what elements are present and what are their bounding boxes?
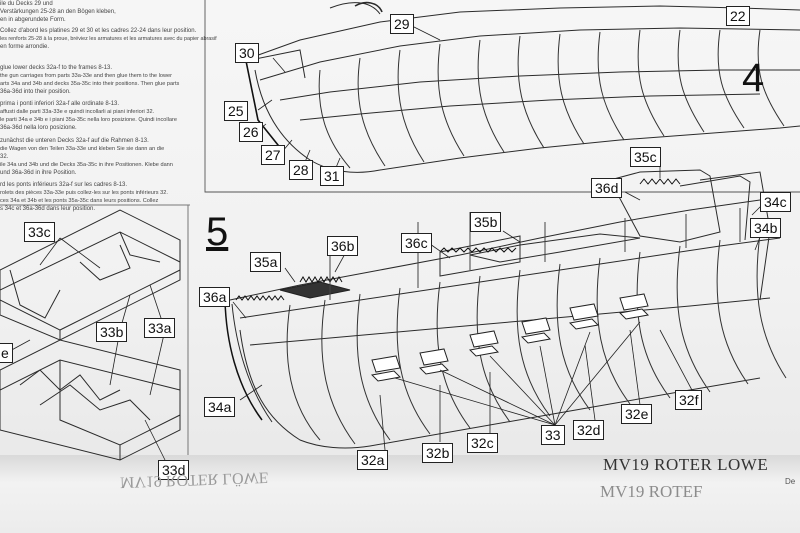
page-fold xyxy=(0,455,800,533)
part-label-32b: 32b xyxy=(422,443,454,463)
part-label-32f: 32f xyxy=(675,390,703,410)
part-label-32c: 32c xyxy=(467,433,498,453)
instruction-line: le parti 34a e 34b e i piani 35a-35c nel… xyxy=(0,117,177,123)
part-label-34b: 34b xyxy=(750,218,782,238)
part-label-32d: 32d xyxy=(573,420,605,440)
part-label-33c: 33c xyxy=(24,222,55,242)
step-number-4: 4 xyxy=(742,56,765,100)
instruction-line: Verstärkungen 25-28 an den Bögen kleben, xyxy=(0,9,116,15)
instruction-line: les renforts 25-28 à la proue, bréviez l… xyxy=(0,36,217,42)
instruction-line: 32. xyxy=(0,154,9,160)
mirrored-footer-right: MV19 ROTEF xyxy=(600,482,703,501)
part-label-36d: 36d xyxy=(591,178,623,198)
part-label-25: 25 xyxy=(224,101,248,121)
instruction-line: ces 34a et 34b et les ponts 35a-35c dans… xyxy=(0,198,159,204)
part-label-36b: 36b xyxy=(327,236,359,256)
instruction-line: affusti dalle parti 33a-33e e quindi inc… xyxy=(0,109,155,115)
part-label-35b: 35b xyxy=(470,212,502,232)
instruction-line: und 36a-36d in ihre Position. xyxy=(0,170,77,176)
step-number-5: 5 xyxy=(206,210,229,254)
instruction-line: arts 34a and 34b and decks 35a-35c into … xyxy=(0,81,180,87)
part-label-29: 29 xyxy=(390,14,414,34)
instruction-line: the gun carriages from parts 33a-33e and… xyxy=(0,73,172,79)
instruction-line: en forme arrondie. xyxy=(0,44,50,50)
step5-hull xyxy=(224,169,787,449)
part-label-35a: 35a xyxy=(250,252,282,272)
instruction-line: 36a-36d into their position. xyxy=(0,89,71,95)
part-label-33d: 33d xyxy=(158,460,190,480)
instruction-line: die Wagen von den Teilen 33a-33e und kle… xyxy=(0,146,165,152)
instruction-line: zunächst die unteren Decks 32a-f auf die… xyxy=(0,138,149,144)
part-label-36a: 36a xyxy=(199,287,231,307)
part-label-26: 26 xyxy=(239,122,263,142)
part-label-36c: 36c xyxy=(401,233,432,253)
part-label-27: 27 xyxy=(261,145,285,165)
model-name: MV19 ROTER LOWE xyxy=(603,455,769,474)
part-label-34a: 34a xyxy=(204,397,236,417)
gun-carriage-detail xyxy=(0,209,181,461)
step4-hull xyxy=(244,1,800,173)
instruction-line: s 34c et 36a-36d dans leur position. xyxy=(0,206,96,212)
edge-text: De xyxy=(785,477,796,486)
instruction-line: Collez d'abord les platines 29 et 30 et … xyxy=(0,28,197,34)
instruction-line: rolets des pièces 33a-33e puis collez-le… xyxy=(0,190,168,196)
part-label-31: 31 xyxy=(320,166,344,186)
instruction-line: en in abgerundete Form. xyxy=(0,17,66,23)
part-label-28: 28 xyxy=(289,160,313,180)
instruction-line: prima i ponti inferiori 32a-f alle ordin… xyxy=(0,101,120,107)
instruction-line: glue lower decks 32a-f to the frames 8-1… xyxy=(0,65,113,71)
step5-leaders xyxy=(232,162,763,451)
part-label-32a: 32a xyxy=(357,450,389,470)
part-label-32e: 32e xyxy=(621,404,653,424)
part-label-22: 22 xyxy=(726,6,750,26)
part-label-33b: 33b xyxy=(96,322,128,342)
carriage-leaders xyxy=(7,237,166,461)
part-label-35c: 35c xyxy=(630,147,661,167)
part-label-33a: 33a xyxy=(144,318,176,338)
part-label-34c: 34c xyxy=(760,192,791,212)
part-label-33: 33 xyxy=(541,425,565,445)
part-label-e: e xyxy=(0,343,13,363)
instruction-line: rd les ponts inférieurs 32a-f sur les ca… xyxy=(0,182,128,188)
instruction-line: 36a-36d nella loro posizione. xyxy=(0,125,77,131)
instruction-line: ile 34a und 34b und die Decks 35a-35c in… xyxy=(0,162,173,168)
part-label-30: 30 xyxy=(235,43,259,63)
instruction-line: ile du Decks 29 und xyxy=(0,1,53,7)
